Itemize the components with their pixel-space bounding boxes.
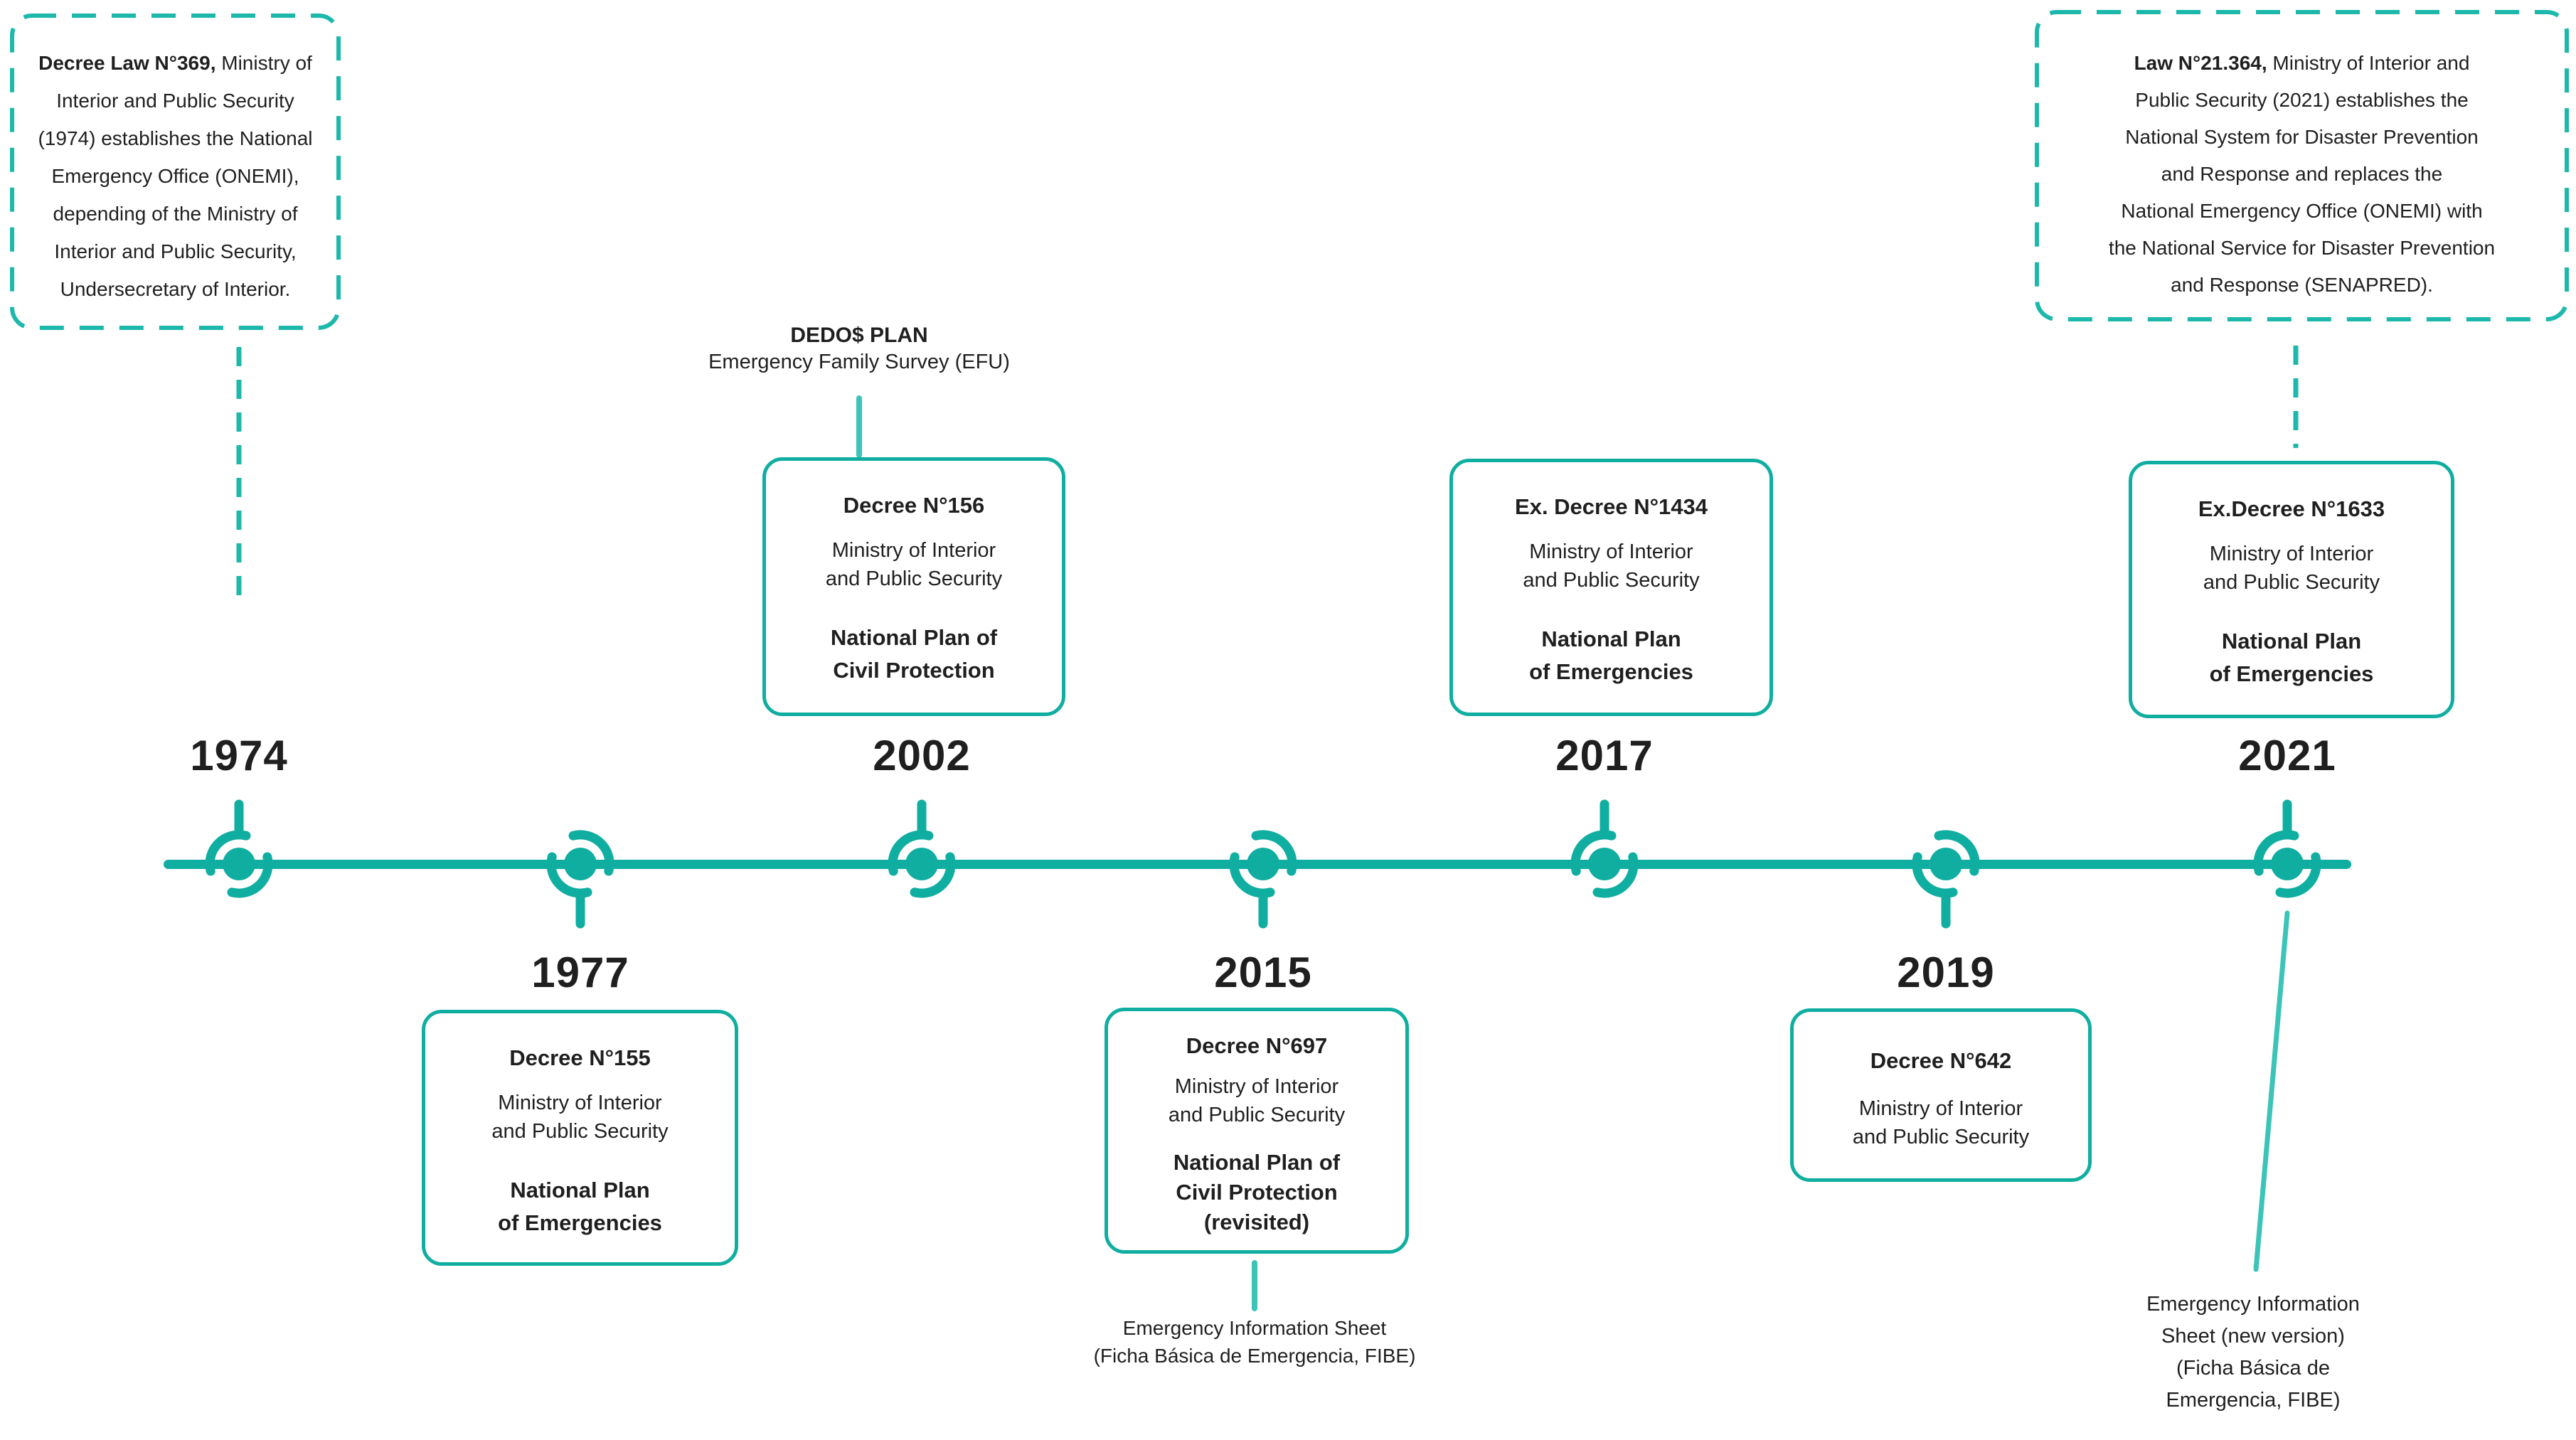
- dashed-connector-1974: [236, 347, 242, 609]
- event-plan: National Plan of Emergencies: [1529, 626, 1693, 684]
- event-title: Ex.Decree N°1633: [2198, 496, 2385, 521]
- event-box-1977: Decree N°155 Ministry of Interior and Pu…: [422, 1010, 738, 1266]
- timeline-marker-2019: [1912, 830, 1980, 929]
- dashed-border: [10, 14, 341, 330]
- note-box-1974: Decree Law N°369, Ministry of Interior a…: [9, 13, 341, 331]
- event-plan: National Plan of Emergencies: [2209, 629, 2374, 686]
- dedos-plan-annotation: DEDO$ PLAN Emergency Family Survey (EFU): [610, 322, 1108, 375]
- event-title: Ex. Decree N°1434: [1515, 494, 1708, 519]
- event-ministry: Ministry of Interior and Public Security: [1523, 540, 1700, 592]
- event-ministry: Ministry of Interior and Public Security: [1168, 1075, 1346, 1126]
- event-box-2019: Decree N°642 Ministry of Interior and Pu…: [1790, 1008, 2092, 1182]
- event-box-2017: Ex. Decree N°1434 Ministry of Interior a…: [1449, 459, 1773, 716]
- note-rest-1974: Ministry of Interior and Public Security…: [38, 52, 313, 300]
- dedos-plan-subtitle: Emergency Family Survey (EFU): [708, 351, 1010, 373]
- note-lead-2021: Law N°21.364,: [2134, 52, 2267, 74]
- year-label-2017: 2017: [1555, 732, 1654, 779]
- timeline-marker-2021: [2253, 799, 2321, 898]
- year-label-2015: 2015: [1214, 949, 1312, 996]
- note-lead-1974: Decree Law N°369,: [38, 52, 216, 74]
- timeline-marker-1977: [546, 830, 614, 929]
- year-label-2021: 2021: [2238, 732, 2336, 779]
- connector-dedos-to-2002-box: [856, 395, 862, 458]
- timeline-marker-2002: [888, 799, 956, 898]
- year-label-2019: 2019: [1897, 949, 1995, 996]
- event-box-2002: Decree N°156 Ministry of Interior and Pu…: [762, 457, 1065, 716]
- note-box-2021: Law N°21.364, Ministry of Interior and P…: [2034, 9, 2570, 322]
- event-plan: National Plan of Emergencies: [498, 1178, 662, 1235]
- timeline-marker-2017: [1570, 799, 1639, 898]
- event-title: Decree N°697: [1186, 1033, 1328, 1058]
- year-label-2002: 2002: [873, 732, 971, 779]
- fibe-2021-annotation: Emergency Information Sheet (new version…: [2146, 1293, 2360, 1412]
- event-box-2015: Decree N°697 Ministry of Interior and Pu…: [1105, 1008, 1409, 1254]
- note-text-2021: Law N°21.364, Ministry of Interior and P…: [2034, 9, 2570, 304]
- note-rest-2021: Ministry of Interior and Public Security…: [2108, 52, 2496, 296]
- event-plan: National Plan of Civil Protection: [830, 625, 998, 683]
- timeline-marker-2015: [1229, 830, 1297, 929]
- fibe-2015-annotation: Emergency Information Sheet (Ficha Básic…: [1093, 1317, 1416, 1367]
- timeline-marker-1974: [205, 799, 273, 898]
- event-ministry: Ministry of Interior and Public Security: [1852, 1097, 2030, 1148]
- event-title: Decree N°155: [509, 1045, 651, 1070]
- event-ministry: Ministry of Interior and Public Security: [825, 539, 1003, 590]
- dedos-plan-title: DEDO$ PLAN: [790, 324, 928, 347]
- dashed-connector-2021: [2293, 346, 2299, 448]
- event-box-1633: Ex.Decree N°1633 Ministry of Interior an…: [2129, 461, 2454, 718]
- note-text-1974: Decree Law N°369, Ministry of Interior a…: [9, 13, 341, 308]
- connector-2015-box-to-fibe: [1252, 1260, 1257, 1311]
- year-label-1977: 1977: [531, 949, 629, 996]
- dashed-border: [2035, 10, 2569, 321]
- event-plan: National Plan of Civil Protection (revis…: [1173, 1150, 1341, 1234]
- year-label-1974: 1974: [190, 732, 288, 779]
- connector-2021-to-fibe: [2253, 910, 2290, 1272]
- event-ministry: Ministry of Interior and Public Security: [491, 1092, 669, 1143]
- event-title: Decree N°642: [1870, 1048, 2012, 1073]
- event-title: Decree N°156: [843, 493, 985, 518]
- event-ministry: Ministry of Interior and Public Security: [2203, 543, 2380, 594]
